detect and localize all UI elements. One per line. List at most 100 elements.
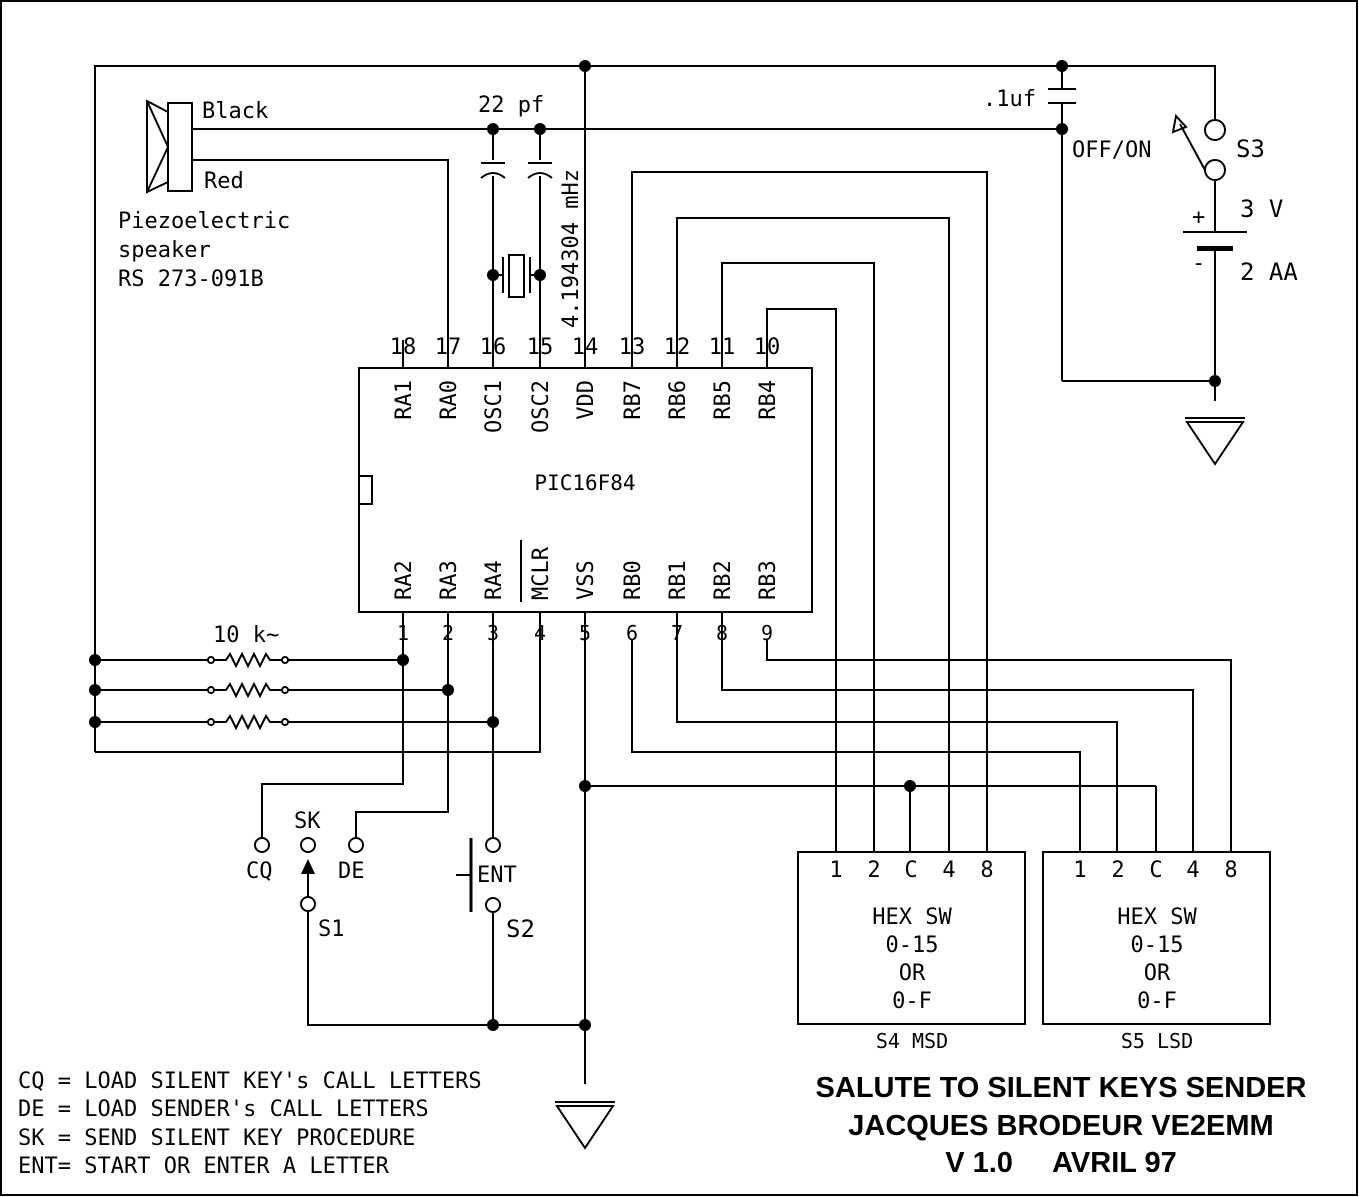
ic-pic16f84	[358, 367, 813, 613]
ic-pin-number: 4	[534, 621, 546, 645]
hex-switch-pin-label: 4	[1186, 858, 1199, 883]
ic-pin-label: VDD	[574, 380, 599, 420]
hex-switch-pin-label: 4	[942, 858, 955, 883]
legend-line-2: DE = LOAD SENDER's CALL LETTERS	[18, 1097, 429, 1122]
hex-switch-desc: 0-F	[892, 989, 932, 1014]
osc-capacitors	[480, 162, 553, 179]
ic-pin-label: RA0	[437, 380, 462, 420]
ic-pin-label: RA3	[437, 560, 462, 600]
power-switch-state-label: OFF/ON	[1072, 138, 1151, 163]
hex-switch-name: S4 MSD	[876, 1029, 948, 1053]
hex-switch-desc: HEX SW	[872, 905, 952, 930]
junction-dot	[487, 1019, 499, 1031]
ic-pin-label: RA1	[392, 380, 417, 420]
hex-switch-s5	[1042, 851, 1271, 1025]
speaker-wire-black-label: Black	[202, 99, 268, 124]
junction-dot	[579, 780, 591, 792]
piezo-speaker	[146, 99, 193, 194]
junction-dot	[579, 60, 591, 72]
power-switch-name: S3	[1236, 135, 1265, 163]
ic-pin-label: RB4	[756, 380, 781, 420]
ic-pin-number: 16	[480, 335, 507, 360]
legend-line-1: CQ = LOAD SILENT KEY's CALL LETTERS	[18, 1069, 482, 1094]
ic-pin-label: RB1	[666, 560, 691, 600]
speaker-desc-line3: RS 273-091B	[118, 267, 264, 292]
junction-dot	[579, 1019, 591, 1031]
legend-line-3: SK = SEND SILENT KEY PROCEDURE	[18, 1126, 415, 1151]
crystal-frequency-label: 4.194304 mHz	[559, 169, 584, 328]
junction-dot	[1056, 60, 1068, 72]
bypass-capacitor	[1048, 88, 1076, 104]
junction-dot	[1056, 123, 1068, 135]
junction-dot	[89, 684, 101, 696]
battery-plus-sign: +	[1192, 205, 1205, 230]
resistor	[207, 651, 289, 669]
ic-pin-label: MCLR	[529, 546, 554, 600]
junction-dot	[1209, 375, 1221, 387]
hex-switch-desc: OR	[899, 961, 926, 986]
hex-switch-desc: OR	[1144, 961, 1171, 986]
title-line-2: JACQUES BRODEUR VE2EMM	[848, 1110, 1273, 1142]
switch-s1-label: S1	[318, 917, 345, 942]
ic-pin-number: 8	[716, 621, 728, 645]
ic-pin-labels: 18RA117RA016OSC115OSC214VDD13RB712RB611R…	[390, 335, 781, 645]
hex-switch-desc: 0-15	[1131, 933, 1184, 958]
junction-dot	[487, 269, 499, 281]
bypass-cap-value: .1uf	[983, 87, 1036, 112]
ic-pin-label: VSS	[574, 560, 599, 600]
switch-s1	[254, 837, 364, 912]
ic-pin-label: RB2	[711, 560, 736, 600]
ic-pin-label: RA2	[392, 560, 417, 600]
ic-pin-label: RA4	[482, 560, 507, 600]
ic-pin-number: 3	[487, 621, 499, 645]
junction-dot	[487, 716, 499, 728]
ground-symbol-main	[555, 1101, 615, 1150]
ic-pin-number: 6	[626, 621, 638, 645]
ic-pin-label: RB0	[621, 560, 646, 600]
hex-switch-pin-label: C	[1149, 858, 1162, 883]
ic-pin-number: 18	[390, 335, 417, 360]
power-switch	[1171, 113, 1226, 181]
junction-dot	[442, 684, 454, 696]
battery	[1183, 231, 1247, 251]
hex-switch-name: S5 LSD	[1121, 1029, 1193, 1053]
ic-pin-number: 12	[664, 335, 691, 360]
speaker-desc-line1: Piezoelectric	[118, 209, 290, 234]
battery-minus-sign: -	[1192, 251, 1205, 276]
junction-dots	[89, 60, 1221, 1031]
resistor	[207, 713, 289, 731]
junction-dot	[89, 654, 101, 666]
hex-switch-desc: 0-15	[886, 933, 939, 958]
hex-switch-pin-label: 2	[867, 858, 880, 883]
ic-pin-label: OSC2	[529, 380, 554, 433]
resistor-value-label: 10 k~	[213, 623, 279, 648]
wires	[94, 65, 1232, 1084]
hex-switch-pin-label: 8	[980, 858, 993, 883]
junction-dot	[397, 654, 409, 666]
ic-pin-number: 5	[579, 621, 591, 645]
hex-switch-desc: HEX SW	[1117, 905, 1197, 930]
junction-dot	[89, 716, 101, 728]
junction-dot	[534, 123, 546, 135]
ic-name: PIC16F84	[534, 471, 635, 495]
junction-dot	[904, 780, 916, 792]
osc-cap-value: 22 pf	[478, 93, 544, 118]
battery-type-label: 2 AA	[1240, 258, 1298, 286]
crystal	[493, 254, 540, 298]
ic-pin-number: 1	[397, 621, 409, 645]
speaker-wire-red-label: Red	[204, 169, 244, 194]
ic-pin-label: RB6	[666, 380, 691, 420]
switch-s2-label: S2	[506, 915, 535, 943]
ic-pin-label: OSC1	[482, 380, 507, 433]
title-line-1: SALUTE TO SILENT KEYS SENDER	[816, 1072, 1307, 1104]
resistor	[207, 681, 289, 699]
switch-sk-label: SK	[294, 809, 321, 834]
ic-pin-number: 13	[619, 335, 646, 360]
ic-pin-number: 11	[709, 335, 736, 360]
ic-pin-number: 2	[442, 621, 454, 645]
hex-switch-s4	[797, 851, 1026, 1025]
ic-pin-label: RB7	[621, 380, 646, 420]
